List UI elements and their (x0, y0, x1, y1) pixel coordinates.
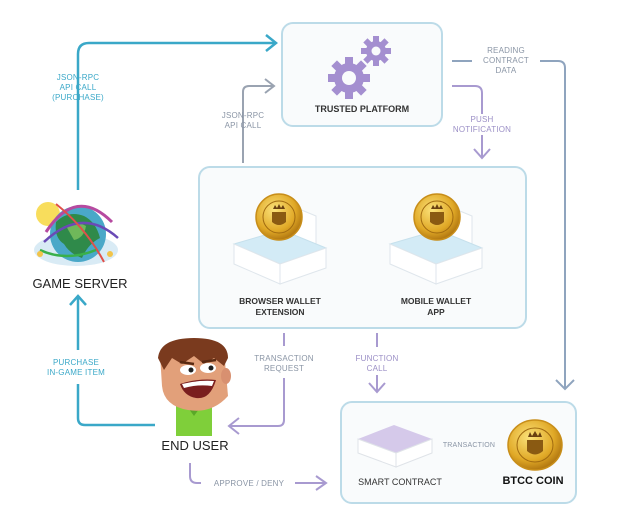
edge-purchase-item (76, 384, 155, 427)
edge-push-notification (452, 85, 483, 114)
edge-reading-contract-2 (540, 60, 566, 388)
smart-contract-container: TRANSACTION SMART CONTRACT BTCC COIN (340, 401, 577, 504)
smart-contract-label: SMART CONTRACT (358, 477, 442, 487)
arrowhead-reading-contract (555, 379, 575, 391)
end-user-node: END USER (140, 336, 250, 454)
label-transaction: TRANSACTION (442, 442, 496, 449)
arrowhead-function-call (368, 382, 386, 394)
game-server-label: GAME SERVER (32, 276, 128, 291)
label-push-notification: PUSH NOTIFICATION (452, 115, 512, 134)
cube-icon (357, 425, 433, 468)
edge-transaction-request-2 (230, 378, 285, 427)
label-json-rpc: JSON-RPC API CALL (221, 111, 265, 130)
end-user-label: END USER (161, 438, 229, 453)
btcc-coin-label: BTCC COIN (502, 475, 564, 487)
gears-icon (328, 36, 391, 99)
label-reading-contract-data: READING CONTRACT DATA (482, 46, 530, 75)
label-transaction-request: TRANSACTION REQUEST (254, 354, 314, 373)
coin-icon (255, 193, 303, 241)
label-function-call: FUNCTION CALL (355, 354, 399, 373)
trusted-platform-node: TRUSTED PLATFORM (281, 22, 443, 127)
label-approve-deny: APPROVE / DENY (213, 479, 285, 488)
trusted-platform-label: TRUSTED PLATFORM (314, 104, 410, 114)
arrowhead-approve-deny (315, 475, 328, 491)
mobile-wallet-label: MOBILE WALLET APP (400, 296, 472, 317)
edge-json-rpc (242, 85, 273, 163)
mobile-wallet-node: MOBILE WALLET APP (376, 182, 496, 322)
arrowhead-json-rpc-purchase (265, 34, 279, 52)
label-purchase-in-game-item: PURCHASE IN-GAME ITEM (47, 358, 105, 377)
coin-icon (507, 419, 563, 471)
pedestal-icon (232, 201, 328, 285)
arrowhead-purchase-item (69, 294, 87, 306)
browser-wallet-label: BROWSER WALLET EXTENSION (239, 296, 321, 317)
coin-icon (413, 193, 461, 241)
edge-json-rpc-purchase (76, 41, 275, 190)
globe-illustration (34, 202, 119, 266)
wallets-container: BROWSER WALLET EXTENSION MOBILE WALLET A… (198, 166, 527, 329)
arrowhead-transaction-request (227, 417, 240, 435)
arrowhead-push-notification (473, 148, 491, 160)
game-server-node: GAME SERVER (20, 192, 140, 292)
cartoon-avatar (158, 338, 231, 436)
browser-wallet-node: BROWSER WALLET EXTENSION (220, 182, 340, 322)
label-json-rpc-purchase: JSON-RPC API CALL (PURCHASE) (52, 73, 104, 102)
arrowhead-json-rpc (264, 78, 276, 94)
edge-approve-deny (189, 463, 201, 484)
